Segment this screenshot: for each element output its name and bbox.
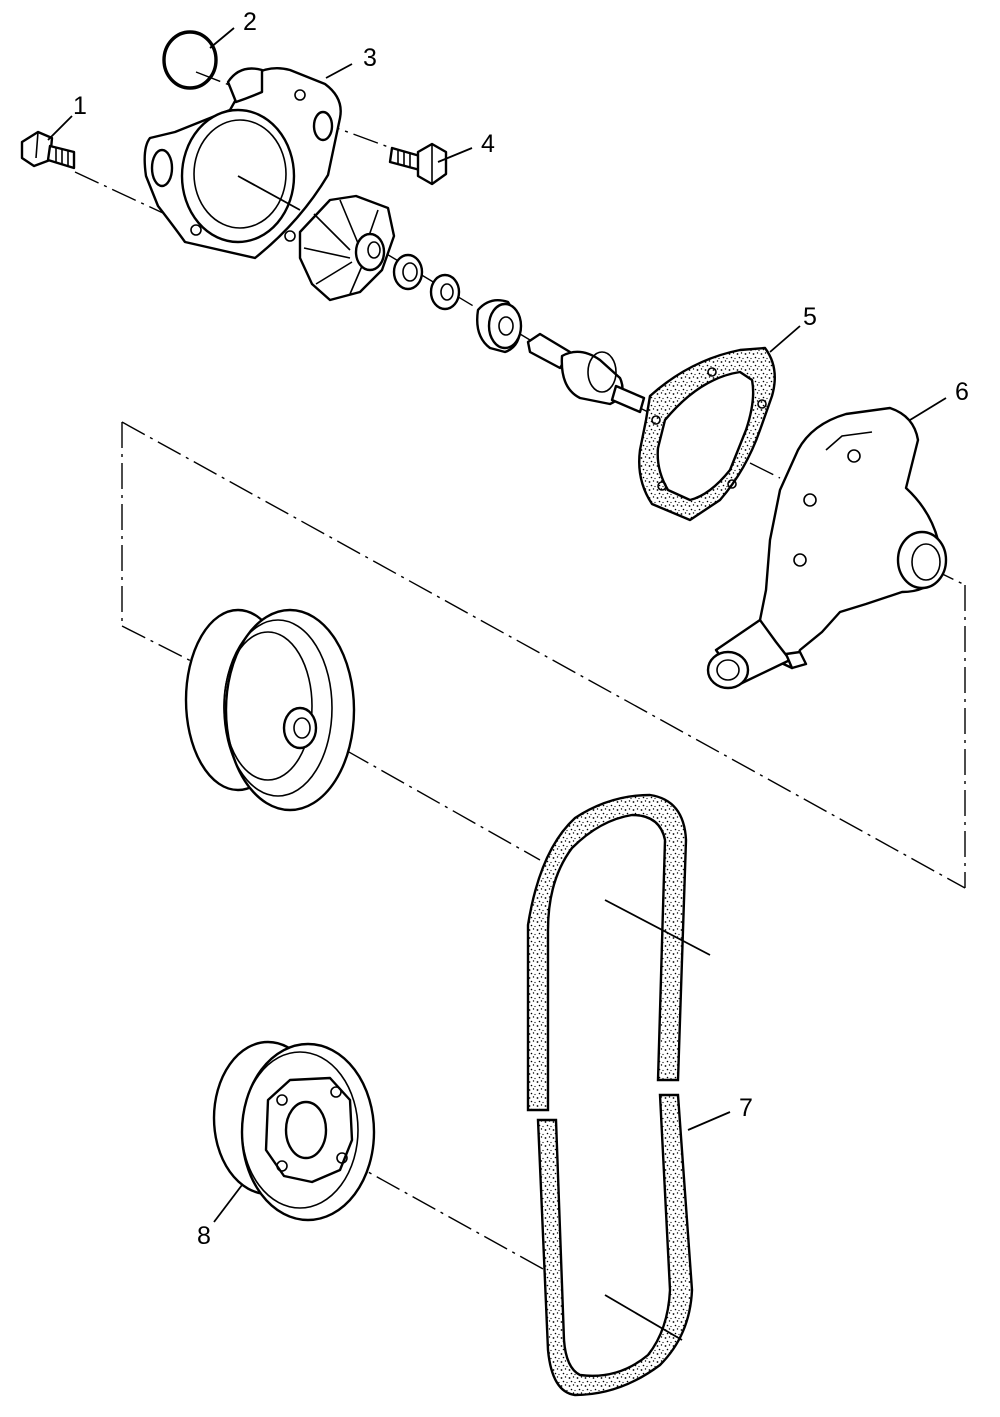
callout-3: 3 bbox=[363, 44, 377, 72]
mechanical-seal bbox=[392, 253, 424, 291]
seal-washer bbox=[429, 273, 461, 311]
part-8-crank-pulley bbox=[212, 1040, 376, 1222]
part-3-pump-cover bbox=[143, 67, 342, 260]
part-5-gasket bbox=[638, 346, 776, 522]
impeller bbox=[298, 194, 396, 302]
part-7-v-belt bbox=[526, 793, 711, 1397]
part-4-bolt bbox=[388, 142, 448, 186]
bearing bbox=[476, 299, 523, 354]
water-pump-pulley bbox=[184, 608, 356, 812]
callout-labels: 1 2 3 4 5 6 7 8 bbox=[73, 8, 969, 1250]
part-1-bolt bbox=[20, 130, 76, 170]
callout-2: 2 bbox=[243, 8, 257, 36]
callout-8: 8 bbox=[197, 1222, 211, 1250]
part-6-pump-body bbox=[706, 406, 948, 690]
callout-1: 1 bbox=[73, 92, 87, 120]
callout-5: 5 bbox=[803, 303, 817, 331]
pump-shaft bbox=[526, 332, 646, 414]
callout-leaders bbox=[47, 27, 947, 1223]
callout-7: 7 bbox=[739, 1094, 753, 1122]
callout-6: 6 bbox=[955, 378, 969, 406]
callout-4: 4 bbox=[481, 130, 495, 158]
part-2-o-ring bbox=[162, 30, 218, 90]
